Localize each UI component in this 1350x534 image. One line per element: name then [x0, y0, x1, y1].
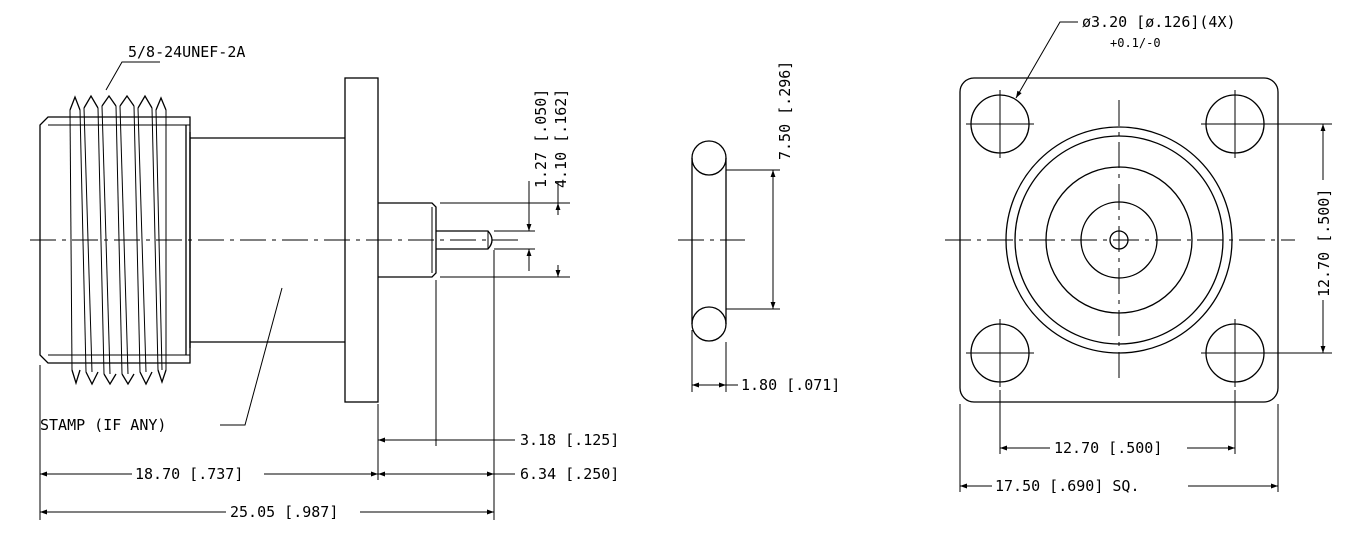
stamp-leader — [220, 287, 283, 426]
dielectric-face — [1045, 166, 1193, 314]
center-contact — [1109, 230, 1129, 250]
oring-section-top — [691, 140, 727, 176]
dim-overall-length: 25.05 [.987] — [230, 503, 338, 521]
oring-view: 7.50 [.296] 1.80 [.071] — [678, 61, 840, 394]
thread-lines — [69, 105, 167, 375]
mounting-hole-bottom-left — [966, 319, 1034, 387]
dim-pin-length: 3.18 [.125] — [520, 431, 619, 449]
flange — [344, 77, 379, 403]
dim-hole-tolerance: +0.1/-0 — [1110, 36, 1161, 50]
dim-oring-thickness: 1.80 [.071] — [741, 376, 840, 394]
thread-leader — [105, 61, 160, 91]
coupling-nut — [39, 116, 191, 364]
thread-label: 5/8-24UNEF-2A — [128, 43, 245, 61]
stamp-label: STAMP (IF ANY) — [40, 416, 166, 434]
thread-crests-top — [69, 94, 167, 111]
dim-hole-spacing-vertical: 12.70 [.500] — [1315, 189, 1333, 297]
dielectric — [378, 202, 437, 278]
dim-front-length: 18.70 [.737] — [135, 465, 243, 483]
dim-rear-length: 6.34 [.250] — [520, 465, 619, 483]
side-view: 5/8-24UNEF-2A STAMP (IF ANY) 1.27 [.050]… — [30, 43, 619, 521]
hole-leader — [1015, 21, 1078, 99]
front-view: ø3.20 [ø.126](4X) +0.1/-0 12.70 [.500] 1… — [945, 13, 1333, 495]
dim-oring-inner-diameter: 7.50 [.296] — [776, 61, 794, 160]
dim-flange-square: 17.50 [.690] SQ. — [995, 477, 1140, 495]
oring-section-bottom — [691, 306, 727, 342]
dim-hole: ø3.20 [ø.126](4X) — [1082, 13, 1236, 31]
dim-hole-spacing-horizontal: 12.70 [.500] — [1054, 439, 1162, 457]
mounting-hole-top-left — [966, 90, 1034, 158]
outer-ring — [1005, 126, 1233, 354]
thread-crests-bottom — [71, 369, 167, 386]
dim-dielectric-diameter: 4.10 [.162] — [552, 89, 570, 188]
dim-pin-diameter: 1.27 [.050] — [532, 89, 550, 188]
